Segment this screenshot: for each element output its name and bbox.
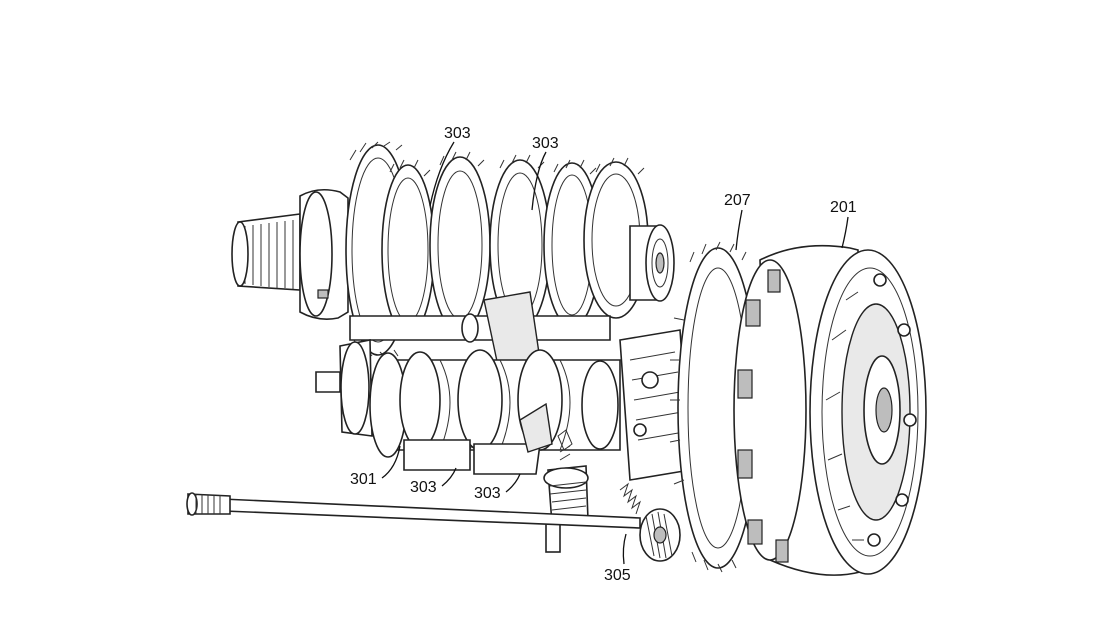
label-303-top-left: 303 xyxy=(444,125,471,142)
shift-mechanism xyxy=(543,329,691,562)
upper-shaft-assembly xyxy=(231,141,675,367)
shift-fork-lower-b xyxy=(473,443,541,475)
label-303-bottom-right: 303 xyxy=(474,485,501,502)
reference-labels: 303 303 207 201 301 303 303 305 xyxy=(350,125,857,584)
leader-305 xyxy=(622,533,627,565)
leader-303-top-left xyxy=(429,141,455,207)
shift-spindle-spring xyxy=(639,508,681,562)
upper-end-bearing xyxy=(629,224,675,302)
basket-slots xyxy=(737,269,789,563)
leader-207 xyxy=(735,209,743,251)
clutch-assembly xyxy=(733,244,927,576)
label-207: 207 xyxy=(724,192,751,209)
label-303-top-right: 303 xyxy=(532,135,559,152)
label-305: 305 xyxy=(604,567,631,584)
leader-303-top-right xyxy=(531,151,547,211)
upper-gear-3 xyxy=(429,151,491,334)
leader-303-bottom-right xyxy=(505,473,521,493)
leader-201 xyxy=(841,216,849,249)
shift-shaft xyxy=(186,492,641,529)
input-spline xyxy=(231,213,301,291)
leader-301 xyxy=(381,445,401,479)
upper-gear-2 xyxy=(381,159,435,336)
upper-shaft xyxy=(349,315,611,341)
leader-303-bottom-left xyxy=(441,467,457,487)
shift-fork-lower-a xyxy=(403,439,471,471)
label-201: 201 xyxy=(830,199,857,216)
shift-drum xyxy=(369,349,621,458)
label-301: 301 xyxy=(350,471,377,488)
lower-shaft-assembly xyxy=(315,339,621,475)
label-303-bottom-left: 303 xyxy=(410,479,437,496)
